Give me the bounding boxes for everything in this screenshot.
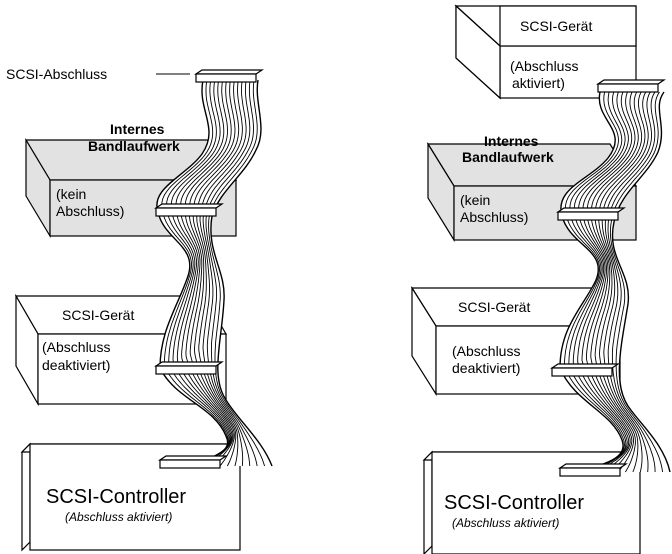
ribbon-wire: [609, 91, 664, 473]
right-controller-status: (Abschluss aktiviert): [452, 516, 559, 530]
right-controller-title: SCSI-Controller: [444, 492, 584, 514]
right-controller-connector: [558, 463, 628, 477]
left-terminator-connector: [194, 69, 264, 83]
ribbon-wire: [184, 79, 234, 467]
ribbon-wire: [202, 79, 251, 467]
ribbon-wire: [601, 91, 649, 473]
ribbon-wire: [577, 91, 630, 473]
right-top-scsi-device-box: [454, 4, 637, 100]
ribbon-wire: [208, 79, 266, 467]
left-ribbon-wires: [161, 79, 266, 467]
left-terminator-label: SCSI-Abschluss: [6, 66, 107, 82]
right-ribbon-cable: [559, 91, 671, 473]
left-device-status-line2: deaktiviert): [42, 357, 110, 373]
left-controller-title: SCSI-Controller: [46, 486, 186, 508]
ribbon-wire: [572, 91, 628, 473]
ribbon-wire: [192, 79, 240, 467]
right-tape-title-line1: Internes: [484, 133, 539, 149]
right-top-device-connector: [596, 79, 666, 93]
ribbon-wire: [196, 79, 243, 467]
right-top-device-title: SCSI-Gerät: [520, 18, 592, 34]
ribbon-wire: [568, 91, 627, 473]
right-device-title: SCSI-Gerät: [458, 299, 530, 315]
ribbon-wire: [199, 79, 247, 467]
ribbon-wire: [205, 79, 258, 467]
left-tape-title-line1: Internes: [110, 121, 165, 137]
left-device-connector: [154, 361, 224, 375]
right-ribbon-wires: [564, 91, 664, 473]
ribbon-wire: [585, 91, 636, 473]
left-configuration: SCSI-Abschluss Internes Bandlaufwerk (ke…: [6, 66, 273, 552]
left-controller-status: (Abschluss aktiviert): [65, 510, 172, 524]
right-device-status-line1: (Abschluss: [452, 343, 520, 359]
ribbon-wire: [188, 79, 236, 467]
left-controller-connector: [158, 455, 228, 469]
left-device-title: SCSI-Gerät: [62, 307, 134, 323]
left-device-status-line1: (Abschluss: [42, 339, 110, 355]
right-top-device-status-line2: aktiviert): [512, 75, 565, 91]
right-top-device-status-line1: (Abschluss: [510, 58, 578, 74]
ribbon-wire: [604, 91, 652, 473]
ribbon-wire: [175, 79, 232, 467]
ribbon-wire: [161, 79, 229, 467]
ribbon-wire: [594, 91, 643, 473]
left-tape-connector: [154, 203, 224, 217]
ribbon-wire: [598, 91, 646, 473]
ribbon-wire: [166, 79, 230, 467]
left-tape-status-line1: (kein: [56, 186, 86, 202]
ribbon-wire: [170, 79, 231, 467]
right-tape-status-line1: (kein: [460, 192, 490, 208]
ribbon-wire: [564, 91, 625, 473]
right-tape-title-line2: Bandlaufwerk: [462, 149, 554, 165]
right-configuration: SCSI-Gerät (Abschluss aktiviert) Interne…: [410, 4, 671, 554]
ribbon-wire: [581, 91, 633, 473]
ribbon-wire: [180, 79, 233, 467]
right-device-connector: [550, 363, 620, 377]
right-tape-connector: [556, 207, 626, 221]
left-controller-box: [20, 442, 242, 552]
ribbon-wire: [590, 91, 639, 473]
right-device-status-line2: deaktiviert): [452, 360, 520, 376]
right-tape-status-line2: Abschluss): [460, 209, 528, 225]
ribbon-wire: [607, 91, 656, 473]
left-tape-title-line2: Bandlaufwerk: [88, 138, 180, 154]
left-tape-status-line2: Abschluss): [56, 203, 124, 219]
